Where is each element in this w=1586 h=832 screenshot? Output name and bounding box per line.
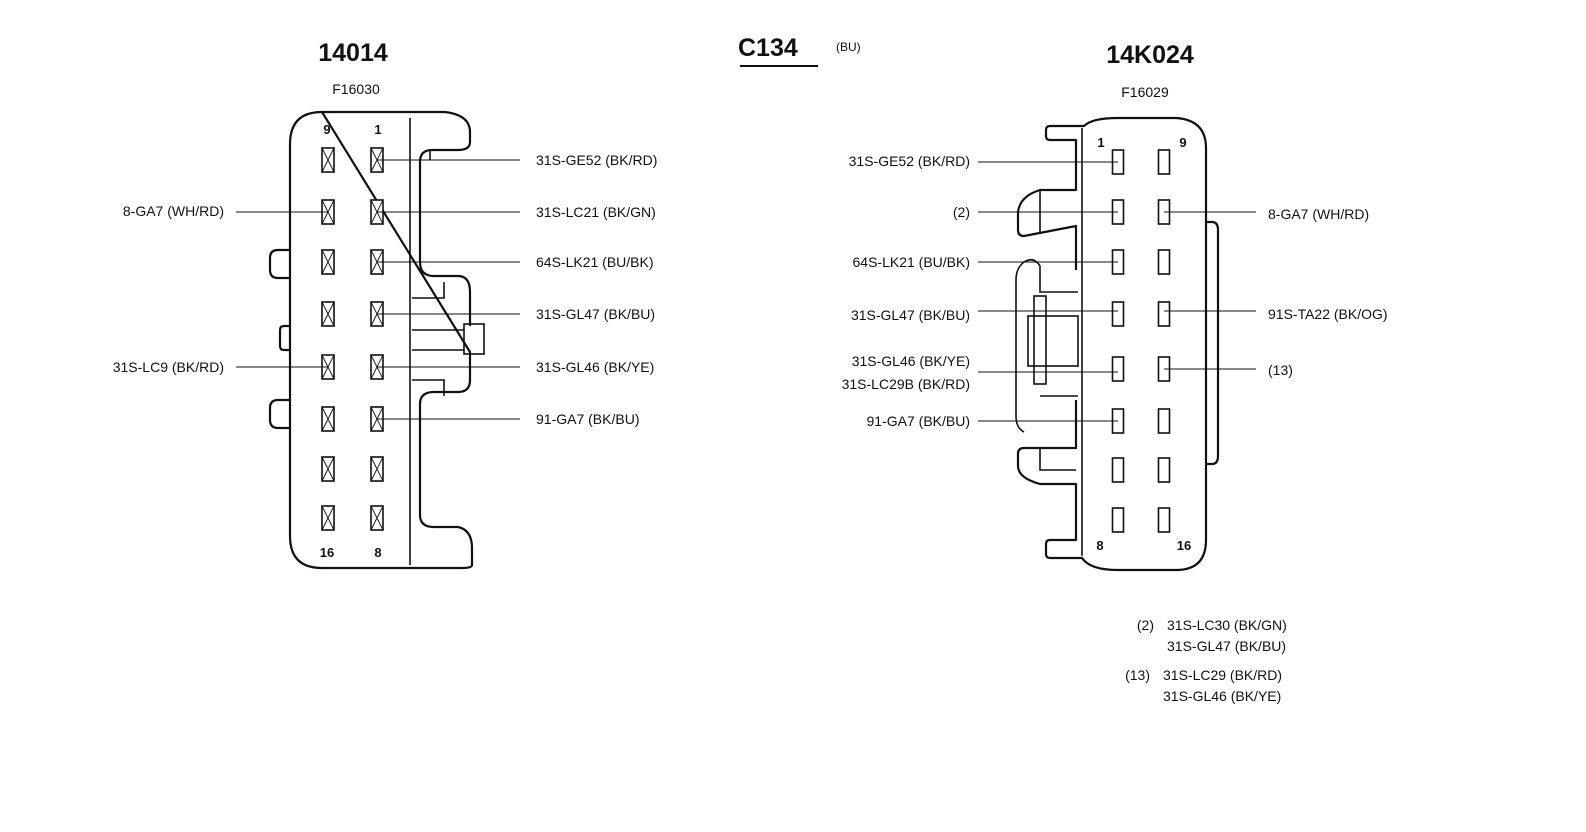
right-wire-label: 91-GA7 (BK/BU) — [867, 413, 970, 429]
terminal-cavity — [370, 505, 384, 531]
left-connector-housing — [288, 110, 474, 570]
left-wire-label: 31S-LC21 (BK/GN) — [536, 204, 656, 220]
terminal-cavity — [370, 456, 384, 482]
footnote-ref: (13) — [1125, 667, 1150, 683]
right-terminals — [1111, 149, 1171, 533]
connector-color: (BU) — [836, 40, 861, 54]
left-wire-label: 31S-GE52 (BK/RD) — [536, 152, 657, 168]
left-connector-bump-2 — [278, 324, 290, 352]
terminal-cavity — [321, 406, 335, 432]
footnote-line: 31S-GL46 (BK/YE) — [1163, 688, 1281, 704]
right-wire-label: 8-GA7 (WH/RD) — [1268, 206, 1369, 222]
right-wire-label: 31S-GL47 (BK/BU) — [851, 307, 970, 323]
left-wire-label: 64S-LK21 (BU/BK) — [536, 254, 654, 270]
right-pin-label-9: 9 — [1179, 135, 1186, 150]
terminal-cavity — [321, 249, 335, 275]
right-connector: 14K024 F16029 1 9 8 16 31S-GE52 (BK/RD) … — [842, 41, 1388, 572]
footnote-line: 31S-GL47 (BK/BU) — [1167, 638, 1286, 654]
left-terminals — [321, 147, 384, 531]
right-wire-label: (2) — [953, 204, 970, 220]
right-connector-latch-bar — [1033, 295, 1047, 385]
connector-id: C134 — [738, 34, 798, 62]
right-wire-label: 31S-GE52 (BK/RD) — [849, 153, 970, 169]
left-connector-bump-3 — [268, 398, 290, 430]
left-connector-part: F16030 — [332, 81, 380, 97]
terminal-cavity — [1111, 507, 1125, 533]
left-pin-label-9: 9 — [323, 122, 330, 137]
terminal-cavity — [1111, 301, 1125, 327]
footnote-line: 31S-LC30 (BK/GN) — [1167, 617, 1287, 633]
terminal-cavity — [1157, 507, 1171, 533]
right-pin-label-16: 16 — [1177, 538, 1191, 553]
right-wire-label: (13) — [1268, 362, 1293, 378]
terminal-cavity — [1157, 457, 1171, 483]
terminal-cavity — [321, 147, 335, 173]
left-connector: 14014 F16030 9 1 16 8 31S-GE52 (BK/RD) 3… — [113, 39, 657, 570]
right-wire-label: 31S-LC29B (BK/RD) — [842, 376, 970, 392]
terminal-cavity — [321, 301, 335, 327]
left-wire-label: 31S-GL46 (BK/YE) — [536, 359, 654, 375]
right-pin-label-1: 1 — [1097, 135, 1104, 150]
terminal-cavity — [1157, 301, 1171, 327]
right-connector-latch-block — [1027, 315, 1079, 367]
right-connector-latch-arc — [1015, 261, 1025, 433]
right-wire-label: 31S-GL46 (BK/YE) — [852, 353, 970, 369]
terminal-cavity — [1157, 408, 1171, 434]
left-pin-label-1: 1 — [374, 122, 381, 137]
left-connector-bump-1 — [268, 248, 290, 280]
right-wire-label: 64S-LK21 (BU/BK) — [853, 254, 971, 270]
terminal-cavity — [1157, 249, 1171, 275]
left-connector-latch — [463, 323, 485, 355]
terminal-cavity — [1157, 149, 1171, 175]
right-connector-housing — [1016, 116, 1208, 572]
left-pin-label-16: 16 — [320, 545, 334, 560]
left-wire-label: 31S-GL47 (BK/BU) — [536, 306, 655, 322]
left-wire-label: 31S-LC9 (BK/RD) — [113, 359, 224, 375]
left-connector-title: 14014 — [318, 39, 388, 67]
left-wire-label: 91-GA7 (BK/BU) — [536, 411, 639, 427]
terminal-cavity — [1111, 457, 1125, 483]
terminal-cavity — [1111, 356, 1125, 382]
right-pin-label-8: 8 — [1096, 538, 1103, 553]
left-pin-label-8: 8 — [374, 545, 381, 560]
left-wire-label: 8-GA7 (WH/RD) — [123, 203, 224, 219]
right-wire-label: 91S-TA22 (BK/OG) — [1268, 306, 1388, 322]
footnote-ref: (2) — [1137, 617, 1154, 633]
footnote-line: 31S-LC29 (BK/RD) — [1163, 667, 1282, 683]
right-connector-part: F16029 — [1121, 84, 1169, 100]
footnotes: (2) 31S-LC30 (BK/GN) 31S-GL47 (BK/BU) (1… — [1125, 617, 1287, 704]
right-connector-title: 14K024 — [1106, 41, 1194, 69]
terminal-cavity — [321, 505, 335, 531]
left-connector-latch-lines — [412, 150, 445, 396]
terminal-cavity — [321, 456, 335, 482]
right-connector-side-rail — [1206, 220, 1220, 466]
